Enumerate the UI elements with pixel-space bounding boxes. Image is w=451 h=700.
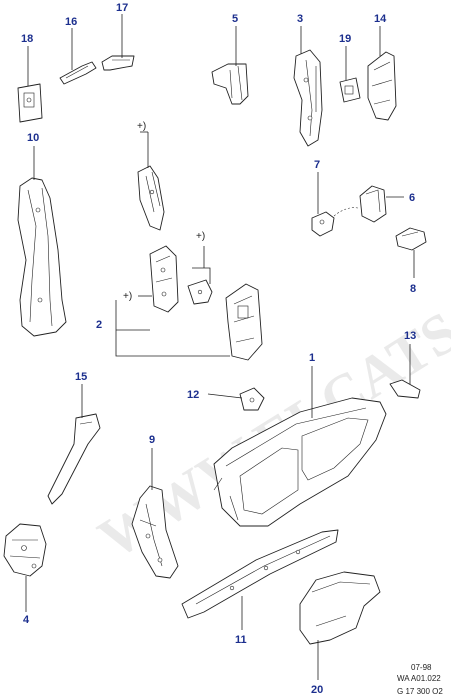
part-7-drawing	[311, 207, 359, 237]
part-19-drawing	[339, 77, 361, 103]
label-part-11: 11	[235, 634, 247, 646]
label-part-16: 16	[65, 16, 77, 28]
label-part-18: 18	[21, 33, 33, 45]
label-part-9: 9	[149, 434, 155, 446]
part-6-drawing	[359, 185, 387, 223]
part-20-drawing	[299, 571, 381, 645]
part-15-drawing	[47, 413, 101, 505]
part-13-drawing	[389, 379, 421, 399]
part-10-drawing	[17, 177, 67, 337]
part-8-drawing	[395, 227, 427, 251]
footer-ref-1: WA A01.022	[397, 674, 441, 683]
label-part-7: 7	[314, 159, 320, 171]
label-part-10: 10	[27, 132, 39, 144]
plus-marker-left: +)	[123, 291, 132, 302]
label-part-14: 14	[374, 13, 387, 25]
label-part-5: 5	[232, 13, 238, 25]
part-16-drawing	[59, 61, 97, 85]
part-3-drawing	[293, 49, 323, 147]
label-part-17: 17	[116, 2, 128, 14]
plus-marker-upper: +)	[137, 121, 146, 132]
part-12-drawing	[239, 387, 265, 411]
part-18-drawing	[17, 83, 43, 123]
label-part-12: 12	[187, 389, 199, 401]
part-17-drawing	[101, 55, 135, 71]
footer-date: 07-98	[411, 663, 432, 672]
plus-pillar-upper-drawing	[137, 165, 165, 231]
label-part-19: 19	[339, 33, 351, 45]
part-1-drawing	[213, 397, 387, 527]
footer-ref-2: G 17 300 O2	[397, 687, 443, 696]
label-part-3: 3	[297, 13, 303, 25]
label-part-8: 8	[410, 283, 416, 295]
label-part-20: 20	[311, 684, 323, 696]
part-14-drawing	[367, 51, 397, 121]
label-part-13: 13	[404, 330, 416, 342]
label-part-4: 4	[23, 614, 30, 626]
part-4-drawing	[3, 523, 47, 577]
part-5-drawing	[211, 63, 249, 105]
label-part-15: 15	[75, 371, 87, 383]
part-9-drawing	[131, 485, 179, 579]
label-part-1: 1	[309, 352, 315, 364]
label-part-2: 2	[96, 319, 102, 331]
part-2-drawing	[149, 245, 263, 361]
plus-marker-right: +)	[196, 231, 205, 242]
label-part-6: 6	[409, 192, 415, 204]
part-11-drawing	[181, 529, 339, 619]
